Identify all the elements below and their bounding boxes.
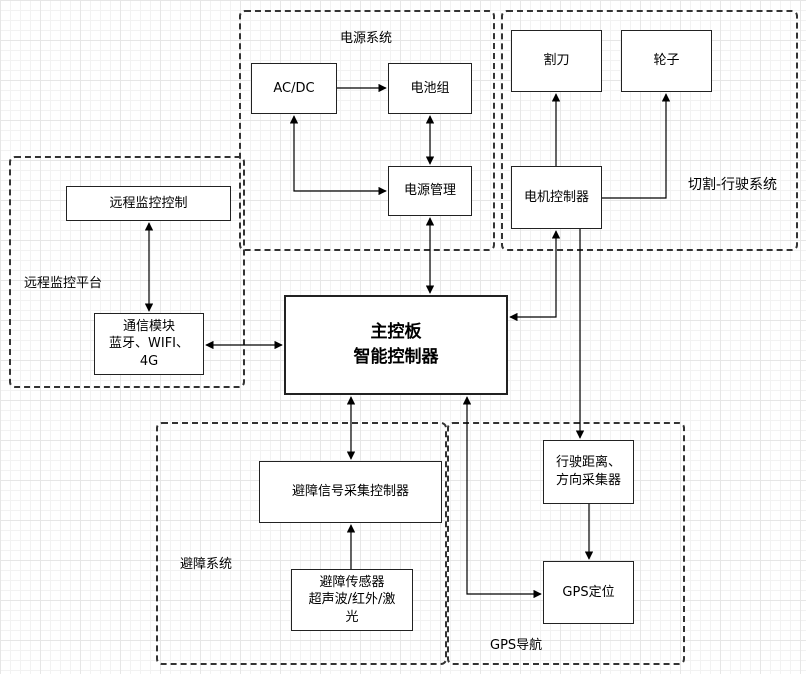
label-gps-navigation: GPS导航 <box>490 638 543 653</box>
node-obstacle-controller: 避障信号采集控制器 <box>259 461 442 523</box>
node-comm-module: 通信模块 蓝牙、WIFI、 4G <box>94 313 204 375</box>
node-distance-direction: 行驶距离、 方向采集器 <box>543 440 634 504</box>
arrow-acdc-power-mgmt <box>289 115 387 196</box>
group-power-system <box>239 10 495 251</box>
node-battery: 电池组 <box>388 63 472 114</box>
label-cutting-drive-system: 切割-行驶系统 <box>688 177 778 193</box>
node-obstacle-sensor: 避障传感器 超声波/红外/激 光 <box>291 569 413 631</box>
node-main-board: 主控板 智能控制器 <box>284 295 508 395</box>
arrow-main-gps <box>462 396 542 599</box>
group-obstacle-system <box>156 422 447 665</box>
node-acdc: AC/DC <box>251 63 337 114</box>
label-obstacle-system: 避障系统 <box>180 557 233 572</box>
label-power-system: 电源系统 <box>340 31 393 46</box>
node-blade: 割刀 <box>511 30 602 92</box>
group-remote-platform <box>9 156 245 388</box>
arrow-motor-to-wheel <box>602 93 671 199</box>
group-gps-navigation <box>447 422 685 665</box>
label-remote-platform: 远程监控平台 <box>24 276 103 291</box>
group-cutting-drive-system <box>501 10 798 251</box>
node-wheel: 轮子 <box>621 30 712 92</box>
arrow-motor-main <box>509 230 561 322</box>
node-power-management: 电源管理 <box>388 166 472 216</box>
node-remote-control: 远程监控控制 <box>66 186 231 221</box>
node-gps-position: GPS定位 <box>543 561 634 624</box>
node-motor-controller: 电机控制器 <box>511 166 602 229</box>
